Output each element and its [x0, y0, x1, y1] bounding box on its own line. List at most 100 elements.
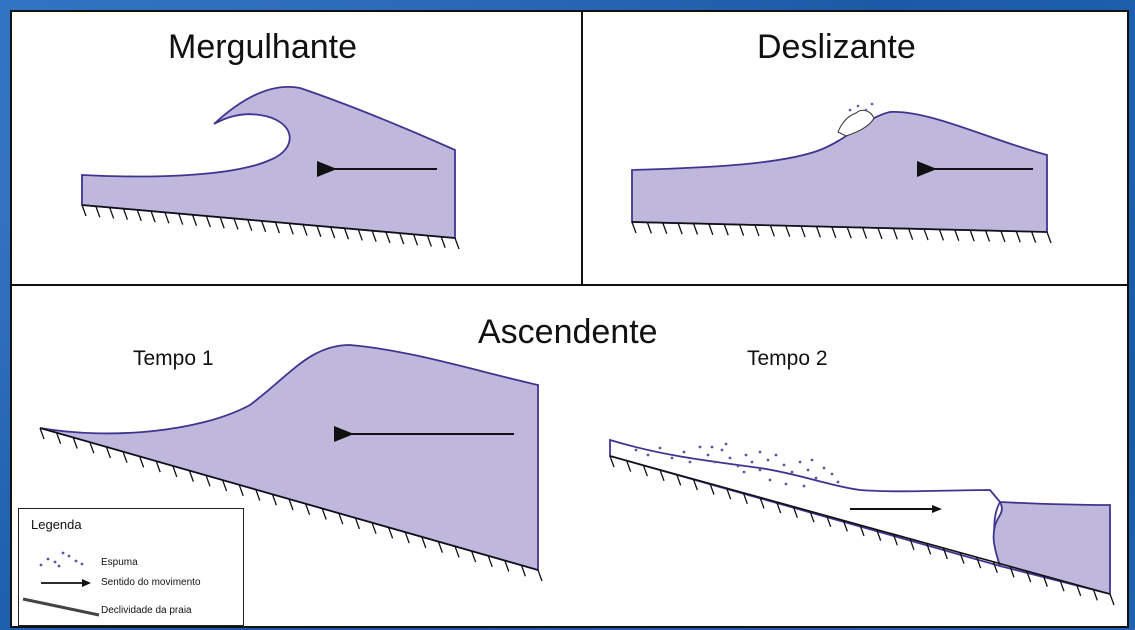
legend-icons [22, 551, 100, 617]
foam-dot [790, 470, 794, 474]
slope-line-icon [22, 597, 100, 617]
seabed-hatch-tick [520, 565, 527, 577]
foam-dot [682, 450, 686, 454]
seabed-hatch-tick [1015, 231, 1021, 243]
seabed-hatch-tick [677, 222, 683, 235]
seabed-hatch-tick [1026, 570, 1032, 583]
foam-dot [758, 450, 762, 454]
foam-dot [810, 458, 814, 462]
surging-wave-t1-group [39, 344, 543, 582]
seabed-line [81, 204, 456, 239]
seabed-hatch-tick [1076, 584, 1082, 597]
seabed-hatch-tick [72, 437, 78, 449]
seabed-hatch-tick [942, 547, 948, 560]
seabed-hatch-tick [338, 512, 344, 525]
seabed-hatch-tick [421, 536, 427, 549]
seabed-hatch-tick [288, 223, 294, 235]
seabed-hatch-tick [815, 226, 822, 238]
seabed-hatch-tick [785, 225, 791, 237]
seabed-hatch-tick [1042, 575, 1048, 587]
seabed-hatch-tick [537, 569, 543, 582]
seabed-hatch-tick [842, 520, 848, 532]
seabed-hatch-tick [155, 460, 161, 473]
seabed-hatch-tick [738, 224, 745, 236]
seabed-hatch-tick [969, 229, 975, 242]
seabed-hatch-tick [55, 432, 62, 444]
seabed-hatch-tick [164, 212, 170, 224]
seabed-hatch-tick [205, 475, 211, 487]
seabed-hatch-tick [354, 517, 361, 530]
foam-dot [742, 470, 746, 474]
seabed-hatch-tick [908, 228, 914, 240]
seabed-hatch-tick [726, 487, 732, 500]
seabed-hatch-tick [321, 508, 327, 520]
foam-dot [774, 453, 778, 457]
surging-t2-arrowhead [932, 505, 942, 513]
foam-dot [814, 476, 818, 480]
foam-dot [744, 453, 748, 457]
surging-wave-t1-shape [39, 344, 539, 572]
seabed-hatch-tick [487, 555, 493, 568]
seabed-hatch-tick [723, 224, 729, 236]
seabed-hatch-tick [274, 221, 281, 234]
seabed-hatch-tick [1009, 566, 1015, 578]
foam-dot [736, 464, 740, 468]
spilling-seabed-hatch [631, 221, 1052, 244]
legend-label-espuma: Espuma [101, 557, 138, 568]
seabed-hatch-tick [437, 541, 444, 553]
seabed-hatch-tick [371, 230, 377, 242]
seabed-hatch-tick [399, 232, 405, 245]
foam-dot [830, 472, 834, 476]
seabed-hatch-tick [454, 546, 460, 558]
seabed-hatch-tick [792, 506, 798, 518]
seabed-hatch-tick [122, 208, 129, 220]
seabed-hatch-tick [1046, 231, 1052, 244]
foam-dot [710, 445, 714, 449]
foam-dot [728, 456, 732, 460]
seabed-hatch-tick [122, 451, 128, 463]
seabed-hatch-tick [238, 484, 244, 497]
seabed-hatch-tick [233, 218, 239, 230]
seabed-hatch-tick [959, 552, 965, 564]
plunging-seabed-hatch [81, 204, 460, 250]
seabed-hatch-tick [89, 441, 95, 454]
seabed-hatch-tick [316, 225, 322, 237]
foam-dot [658, 446, 662, 450]
seabed-hatch-tick [255, 489, 261, 501]
foam-dot [634, 448, 638, 452]
foam-dot [802, 484, 806, 488]
foam-dot [782, 463, 786, 467]
label-tempo-2: Tempo 2 [747, 347, 828, 370]
plunging-wave-group [81, 86, 460, 250]
seabed-hatch-tick [646, 222, 652, 234]
seabed-hatch-tick [404, 531, 410, 544]
seabed-hatch-tick [984, 230, 991, 242]
label-tempo-1: Tempo 1 [133, 347, 214, 370]
seabed-hatch-tick [426, 235, 432, 247]
seabed-hatch-tick [754, 224, 760, 237]
foam-icon [39, 551, 84, 568]
seabed-hatch-tick [470, 550, 477, 563]
seabed-hatch-tick [302, 224, 308, 236]
seabed-hatch-tick [742, 492, 748, 505]
foam-dot [768, 478, 772, 482]
seabed-hatch-tick [1059, 579, 1065, 592]
legend-label-declividade: Declividade da praia [101, 605, 192, 616]
seabed-hatch-tick [692, 478, 698, 491]
foam-dot [784, 482, 788, 486]
foam-dot [720, 448, 724, 452]
foam-dot [822, 466, 826, 470]
seabed-hatch-tick [371, 522, 377, 534]
seabed-hatch-tick [809, 510, 815, 523]
seabed-hatch-tick [759, 497, 765, 509]
seabed-hatch-tick [304, 503, 311, 515]
surging-t1-seabed-hatch [39, 427, 543, 582]
seabed-hatch-tick [1031, 231, 1037, 243]
seabed-hatch-tick [188, 470, 195, 482]
foam-dot [766, 458, 770, 462]
seabed-hatch-tick [692, 223, 699, 235]
spilling-foam-dots [848, 102, 874, 112]
seabed-hatch-tick [846, 226, 852, 239]
seabed-hatch-tick [892, 533, 898, 546]
